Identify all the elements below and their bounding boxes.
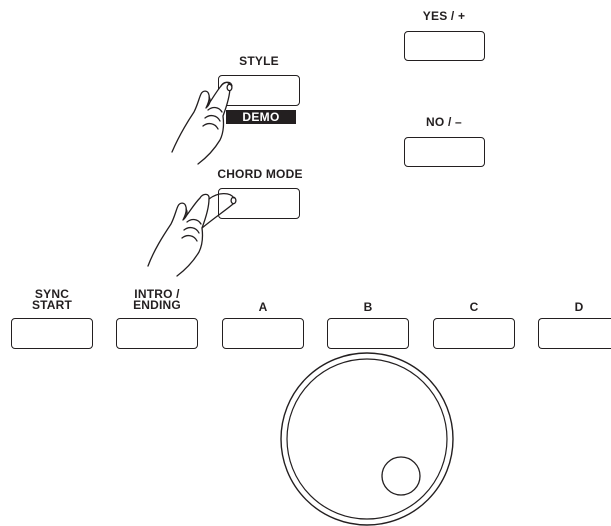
chord-hand-outline	[148, 194, 209, 276]
no-minus-label: NO / –	[404, 116, 484, 128]
dial-outer-ring	[281, 353, 453, 525]
sync-start-button[interactable]	[11, 318, 93, 349]
dial-inner-ring	[287, 359, 447, 519]
intro-ending-label: INTRO / ENDING	[117, 289, 197, 311]
variation-a-label: A	[222, 301, 304, 313]
demo-label: DEMO	[226, 110, 296, 124]
variation-b-label: B	[327, 301, 409, 313]
dial-finger-grip	[382, 457, 420, 495]
variation-d-label: D	[538, 301, 611, 313]
intro-ending-button[interactable]	[116, 318, 198, 349]
intro-ending-label-line2: ENDING	[117, 300, 197, 311]
sync-start-label-line2: START	[12, 300, 92, 311]
chord-mode-button[interactable]	[218, 188, 300, 219]
variation-b-button[interactable]	[327, 318, 409, 349]
no-minus-button[interactable]	[404, 137, 485, 167]
variation-c-button[interactable]	[433, 318, 515, 349]
variation-c-label: C	[433, 301, 515, 313]
chord-mode-label: CHORD MODE	[200, 168, 320, 180]
sync-start-label: SYNC START	[12, 289, 92, 311]
yes-plus-button[interactable]	[404, 31, 485, 61]
variation-d-button[interactable]	[538, 318, 611, 349]
style-label: STYLE	[218, 55, 300, 67]
yes-plus-label: YES / +	[404, 10, 484, 22]
variation-a-button[interactable]	[222, 318, 304, 349]
style-button[interactable]	[218, 75, 300, 106]
